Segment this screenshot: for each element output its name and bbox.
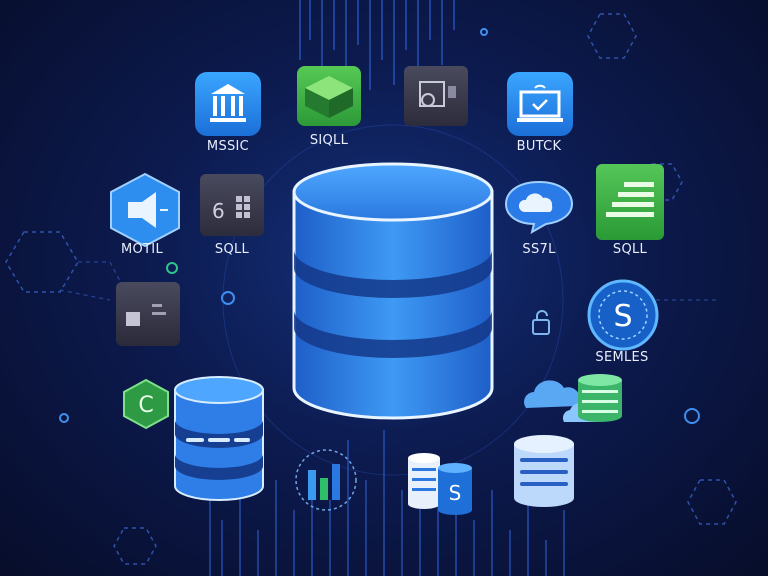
c-badge-glyph: C (138, 393, 153, 418)
left-database-icon (174, 376, 264, 501)
green-box-icon (297, 66, 361, 126)
cloud-db-icon (524, 374, 622, 422)
label-motil: MOTIL (121, 242, 163, 257)
dark-grid-box-icon: 6 (200, 174, 264, 236)
green-sheet-icon (596, 164, 664, 240)
db-stack-icon (514, 435, 574, 507)
label-sqll-top: SIQLL (309, 133, 349, 148)
sql-s-icon: S (587, 279, 659, 351)
sharepoint-badge-glyph: S (449, 481, 462, 505)
chart-icon (295, 449, 357, 511)
bank-icon (195, 72, 261, 136)
label-ssyl: SS7L (522, 242, 556, 257)
megaphone-icon (110, 172, 180, 248)
sql-badge-glyph: S (613, 299, 632, 334)
sharepoint-icon: S (408, 453, 472, 515)
label-semles: SEMLES (595, 350, 649, 365)
main-database-icon (292, 162, 494, 420)
dark-box-icon (404, 66, 468, 126)
label-sqll-left: SQLL (214, 242, 250, 257)
cloud-chat-icon (504, 180, 574, 234)
c-hex-icon: C (123, 378, 169, 430)
number-six-glyph: 6 (212, 199, 225, 223)
label-sqll-right: SQLL (612, 242, 648, 257)
dark-cube-icon (116, 282, 180, 346)
laptop-icon (507, 72, 573, 136)
small-lock-icon (532, 310, 550, 335)
label-butck: BUTCK (516, 139, 562, 154)
label-music: MSSIC (206, 139, 250, 154)
